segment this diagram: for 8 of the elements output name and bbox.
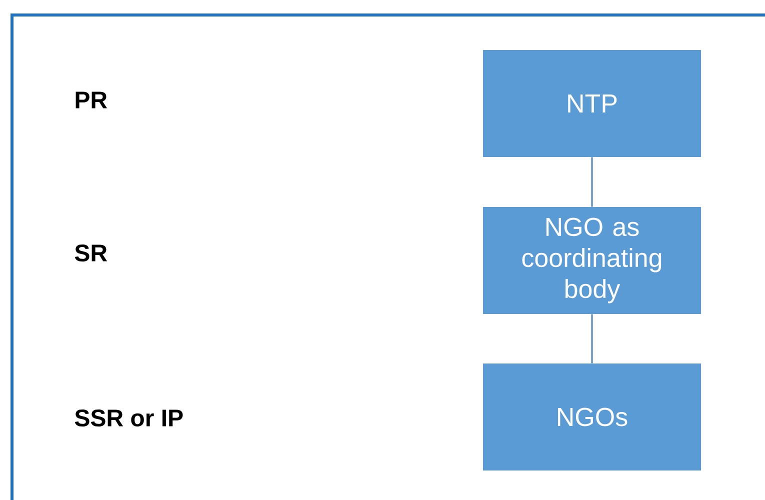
process-box: NGOs — [483, 364, 701, 470]
level-label: PR — [76, 92, 108, 108]
level-label: SR — [74, 244, 108, 262]
connector-line — [591, 157, 593, 207]
process-box: NTP — [483, 50, 701, 157]
connector-line — [591, 314, 593, 364]
level-label: SSR or IP — [74, 410, 183, 426]
process-box: NGO as coordinating body — [483, 207, 701, 314]
